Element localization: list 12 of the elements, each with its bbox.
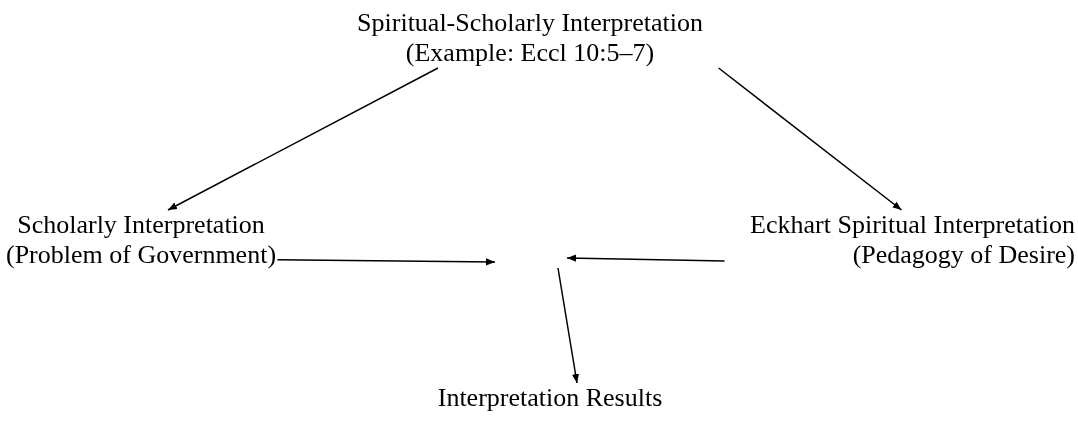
node-title: Interpretation Results — [437, 383, 663, 413]
node-title: Spiritual-Scholarly Interpretation — [357, 8, 703, 38]
node-subtitle: (Example: Eccl 10:5–7) — [405, 38, 655, 68]
node-subtitle: (Pedagogy of Desire) — [852, 240, 1075, 270]
arrow — [167, 67, 439, 211]
arrow — [276, 258, 496, 266]
node-subtitle: (Problem of Government) — [6, 240, 277, 270]
node-title: Eckhart Spiritual Interpretation — [750, 210, 1075, 240]
arrow — [717, 67, 903, 211]
node-title: Scholarly Interpretation — [17, 210, 265, 240]
arrow — [557, 267, 580, 384]
arrow — [566, 254, 726, 262]
